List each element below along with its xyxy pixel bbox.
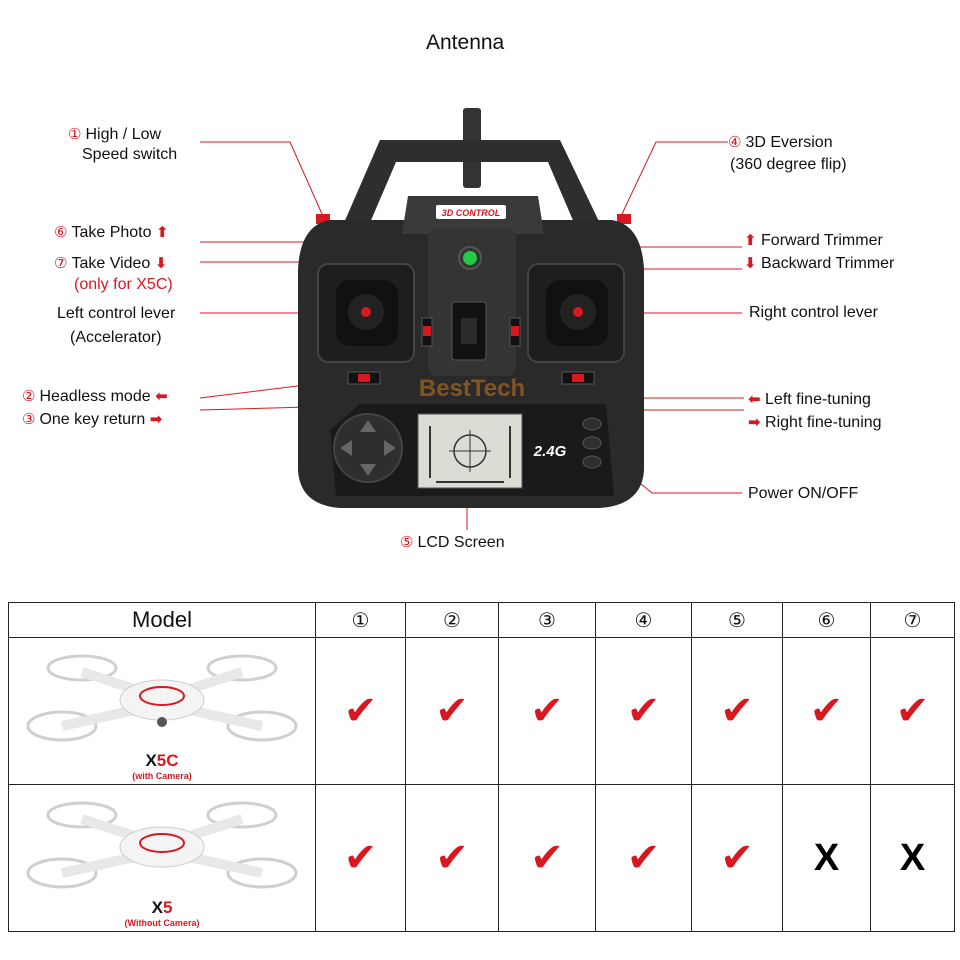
mark-x5c-2: ✔ — [405, 637, 499, 785]
arrow-right-icon: ➡ — [149, 410, 163, 428]
mark-x5-7: X — [870, 784, 955, 932]
header-feature-3: ③ — [498, 602, 596, 638]
controller-diagram: 3D CONTROL BestTech — [199, 108, 744, 530]
mark-x5c-4: ✔ — [595, 637, 692, 785]
check-icon: ✔ — [530, 835, 564, 881]
power-label: Power ON/OFF — [748, 485, 859, 502]
model-x5c-name: X5C — [145, 750, 179, 770]
mark-x5-3: ✔ — [498, 784, 596, 932]
header-feature-5: ⑤ — [691, 602, 783, 638]
right-lever-label: Right control lever — [749, 304, 878, 321]
model-x5c-cell: X5C (with Camera) — [8, 637, 316, 785]
status-led — [463, 251, 477, 265]
besttech-watermark: BestTech — [419, 375, 525, 402]
model-x5c-sub: (with Camera) — [132, 770, 192, 781]
frequency-badge: 2.4G — [533, 443, 567, 460]
drone-x5-image — [26, 801, 298, 888]
drone-x5c-image — [26, 654, 298, 741]
left-control-lever[interactable] — [317, 263, 415, 363]
mark-x5-4: ✔ — [595, 784, 692, 932]
check-icon: ✔ — [626, 688, 661, 734]
arrow-left-icon: ⬅ — [748, 390, 761, 408]
model-x5-name: X5 — [151, 897, 173, 917]
speed-switch-label-2: Speed switch — [82, 146, 178, 163]
mark-x5c-5: ✔ — [691, 637, 783, 785]
cross-icon: X — [813, 836, 840, 879]
arrow-down-icon: ⬇ — [744, 254, 757, 272]
table-header-row: Model ① ② ③ ④ ⑤ ⑥ ⑦ — [8, 602, 955, 638]
header-feature-2: ② — [405, 602, 499, 638]
backward-trimmer-label: ⬇ Backward Trimmer — [744, 254, 895, 272]
mark-x5-2: ✔ — [405, 784, 499, 932]
shoulder-button-left[interactable] — [316, 214, 330, 224]
check-icon: ✔ — [435, 835, 469, 881]
check-icon: ✔ — [720, 835, 754, 881]
left-lever-label: Left control lever — [57, 305, 176, 322]
right-control-lever[interactable] — [527, 263, 625, 363]
check-icon: ✔ — [343, 835, 378, 881]
mark-x5-6: X — [782, 784, 871, 932]
header-model: Model — [8, 602, 316, 638]
check-icon: ✔ — [343, 688, 378, 734]
right-fine-tuning-label: ➡ Right fine-tuning — [748, 413, 882, 431]
arrow-up-icon: ⬆ — [155, 223, 169, 241]
mark-x5c-6: ✔ — [782, 637, 871, 785]
table-row: X5 (Without Camera) ✔ ✔ ✔ ✔ ✔ X X — [8, 784, 955, 932]
header-feature-4: ④ — [595, 602, 692, 638]
mark-x5c-1: ✔ — [315, 637, 406, 785]
model-x5-cell: X5 (Without Camera) — [8, 784, 316, 932]
lcd-screen — [417, 413, 523, 489]
shoulder-button-right[interactable] — [617, 214, 631, 224]
header-feature-6: ⑥ — [782, 602, 871, 638]
mark-x5c-7: ✔ — [870, 637, 955, 785]
header-feature-7: ⑦ — [870, 602, 955, 638]
side-buttons[interactable] — [582, 417, 602, 469]
cross-icon: X — [899, 836, 926, 879]
header-feature-1: ① — [315, 602, 406, 638]
arrow-right-icon: ➡ — [748, 413, 761, 431]
left-fine-tuning-label: ⬅ Left fine-tuning — [748, 390, 871, 408]
check-icon: ✔ — [809, 688, 844, 734]
feature-table: Model ① ② ③ ④ ⑤ ⑥ ⑦ — [8, 602, 955, 932]
mark-x5c-3: ✔ — [498, 637, 596, 785]
check-icon: ✔ — [720, 688, 754, 734]
eversion-label-2: (360 degree flip) — [730, 156, 847, 173]
arrow-left-icon: ⬅ — [155, 387, 168, 405]
check-icon: ✔ — [626, 835, 661, 881]
forward-trimmer-label: ⬆ Forward Trimmer — [744, 231, 883, 249]
dpad[interactable] — [333, 413, 403, 483]
check-icon: ✔ — [435, 688, 469, 734]
antenna-label: Antenna — [426, 31, 505, 54]
check-icon: ✔ — [530, 688, 564, 734]
model-x5-sub: (Without Camera) — [124, 917, 200, 928]
mark-x5-1: ✔ — [315, 784, 406, 932]
arrow-up-icon: ⬆ — [744, 231, 757, 249]
table-row: X5C (with Camera) ✔ ✔ ✔ ✔ ✔ ✔ ✔ — [8, 637, 955, 785]
3d-control-badge: 3D CONTROL — [442, 208, 501, 218]
arrow-down-icon: ⬇ — [154, 254, 168, 272]
check-icon: ✔ — [895, 688, 930, 734]
mark-x5-5: ✔ — [691, 784, 783, 932]
take-video-note: (only for X5C) — [74, 276, 173, 293]
left-lever-label-2: (Accelerator) — [70, 329, 162, 346]
